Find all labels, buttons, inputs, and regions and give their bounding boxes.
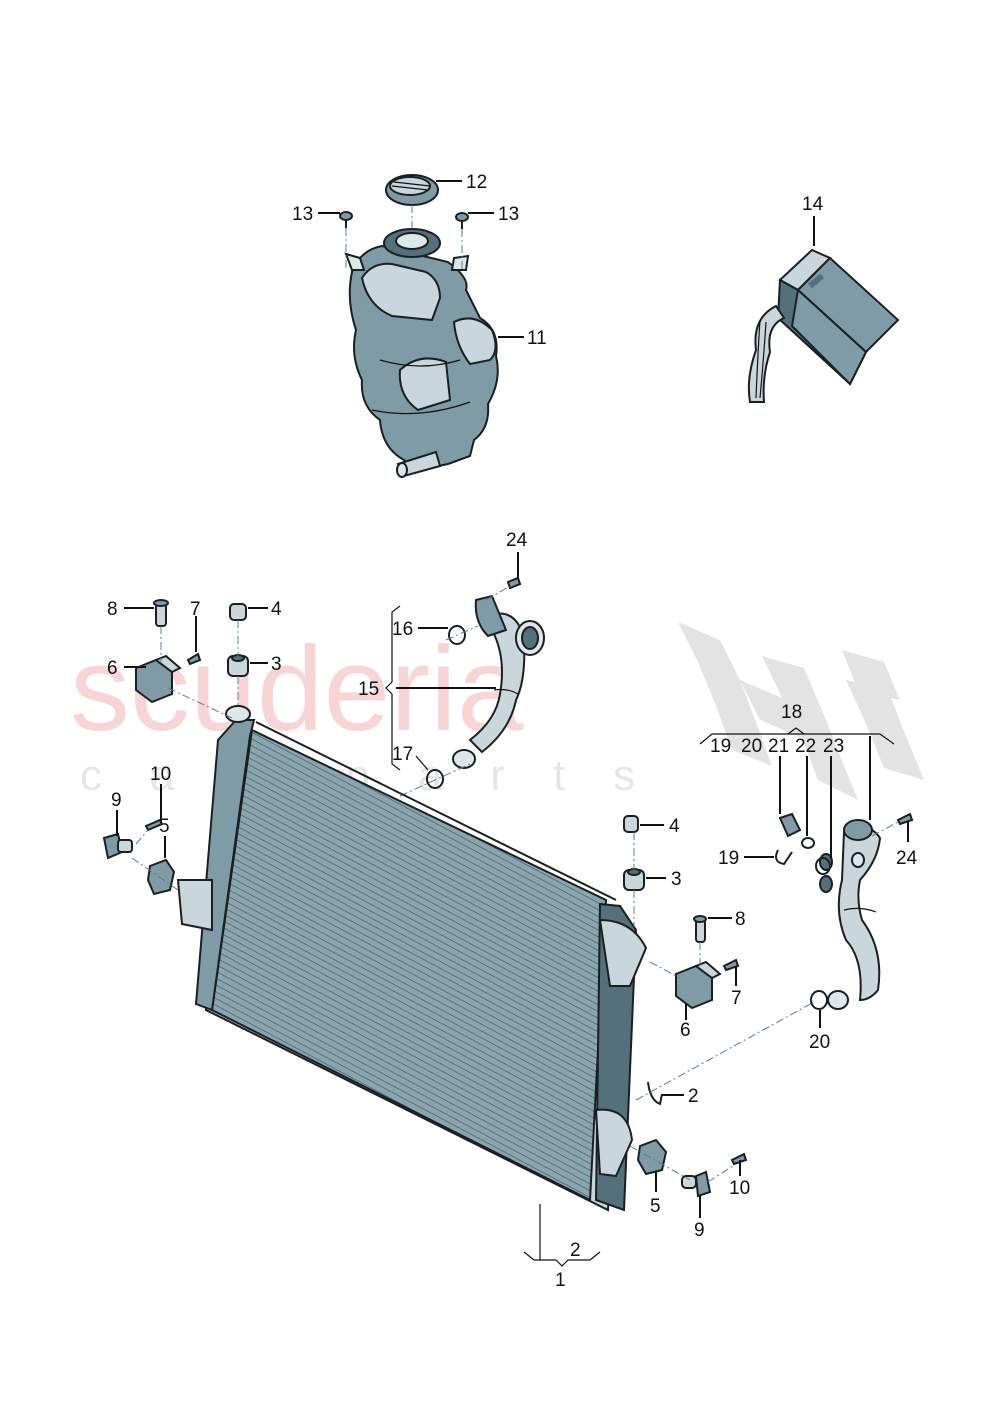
tank-screw-right[interactable] xyxy=(455,212,469,229)
coolant-pipe-upper[interactable] xyxy=(452,594,545,769)
mount-left[interactable] xyxy=(102,832,133,860)
callout-19[interactable]: 19 xyxy=(718,848,739,869)
callout-7-left[interactable]: 7 xyxy=(190,599,201,620)
screw-left[interactable] xyxy=(186,652,202,666)
expansion-tank[interactable] xyxy=(344,228,499,478)
bushing-right[interactable] xyxy=(623,868,645,891)
retaining-clip[interactable] xyxy=(775,849,793,866)
pin-right[interactable] xyxy=(693,915,707,943)
callout-15[interactable]: 15 xyxy=(358,679,379,700)
callout-14[interactable]: 14 xyxy=(802,194,824,215)
pipe-bolt-right[interactable] xyxy=(896,812,914,826)
o-ring-21[interactable] xyxy=(801,837,815,849)
callout-2-clip[interactable]: 2 xyxy=(688,1086,699,1107)
callout-18-set-23: 23 xyxy=(823,736,844,757)
callout-18[interactable]: 18 xyxy=(781,702,802,723)
callout-20[interactable]: 20 xyxy=(809,1032,830,1053)
bolt-right[interactable] xyxy=(730,1152,748,1166)
callout-18-set-20: 20 xyxy=(741,736,762,757)
o-ring-pipe[interactable] xyxy=(810,990,828,1010)
bolt-left[interactable] xyxy=(144,818,164,832)
callout-2-sub[interactable]: 2 xyxy=(570,1240,581,1261)
callout-9-left[interactable]: 9 xyxy=(111,790,122,811)
callout-4-left[interactable]: 4 xyxy=(271,599,282,620)
spring-clip[interactable] xyxy=(647,1081,663,1106)
expansion-tank-cap[interactable] xyxy=(385,174,439,206)
o-ring-upper[interactable] xyxy=(448,625,466,645)
clip-left[interactable] xyxy=(146,858,176,896)
mount-right[interactable] xyxy=(681,1170,712,1198)
grommet-top-right[interactable] xyxy=(623,815,639,833)
callout-13-left[interactable]: 13 xyxy=(292,204,313,225)
callout-8-right[interactable]: 8 xyxy=(735,909,746,930)
callout-13-right[interactable]: 13 xyxy=(498,204,519,225)
callout-1[interactable]: 1 xyxy=(555,1270,566,1291)
bushing-left[interactable] xyxy=(227,654,249,677)
bracket-right[interactable] xyxy=(675,960,722,1010)
callout-24-right[interactable]: 24 xyxy=(896,848,918,869)
callout-10-right[interactable]: 10 xyxy=(729,1178,750,1199)
coolant-pipe-assembly[interactable] xyxy=(819,819,882,1010)
callout-10-left[interactable]: 10 xyxy=(150,764,171,785)
radiator[interactable] xyxy=(176,705,648,1212)
callout-18-set-19: 19 xyxy=(710,736,731,757)
callout-8-left[interactable]: 8 xyxy=(107,599,118,620)
bracket-left[interactable] xyxy=(135,654,182,704)
grommet-top-left[interactable] xyxy=(229,603,247,621)
callout-18-set-22: 22 xyxy=(795,736,816,757)
callout-9-right[interactable]: 9 xyxy=(694,1220,705,1241)
callout-12[interactable]: 12 xyxy=(466,172,487,193)
o-ring-lower[interactable] xyxy=(426,769,444,789)
callout-11[interactable]: 11 xyxy=(527,328,547,349)
callout-4-right[interactable]: 4 xyxy=(669,816,680,837)
callout-7-right[interactable]: 7 xyxy=(731,988,742,1009)
callout-5-left[interactable]: 5 xyxy=(159,816,170,837)
module-with-wiring[interactable] xyxy=(747,248,900,403)
sensor[interactable] xyxy=(778,812,802,838)
callout-5-right[interactable]: 5 xyxy=(650,1196,661,1217)
o-ring-23[interactable] xyxy=(815,857,833,877)
callout-18-set-21: 21 xyxy=(768,736,789,757)
pin-left[interactable] xyxy=(153,599,169,627)
callout-6-right[interactable]: 6 xyxy=(680,1020,691,1041)
screw-right[interactable] xyxy=(722,958,740,972)
callout-labels: 12 13 13 11 14 24 16 15 17 8 7 4 3 6 10 … xyxy=(107,172,918,1291)
callout-17[interactable]: 17 xyxy=(392,744,413,765)
checkered-flag-icon xyxy=(678,622,924,810)
callout-3-left[interactable]: 3 xyxy=(271,654,282,675)
watermark: scuderia car parts xyxy=(70,622,924,810)
clip-right[interactable] xyxy=(636,1138,668,1176)
callout-3-right[interactable]: 3 xyxy=(671,869,682,890)
callout-24-upper[interactable]: 24 xyxy=(506,530,528,551)
callout-16[interactable]: 16 xyxy=(392,619,413,640)
callout-6-left[interactable]: 6 xyxy=(107,658,118,679)
leader-lines xyxy=(116,180,909,1267)
tank-screw-left[interactable] xyxy=(339,211,353,228)
